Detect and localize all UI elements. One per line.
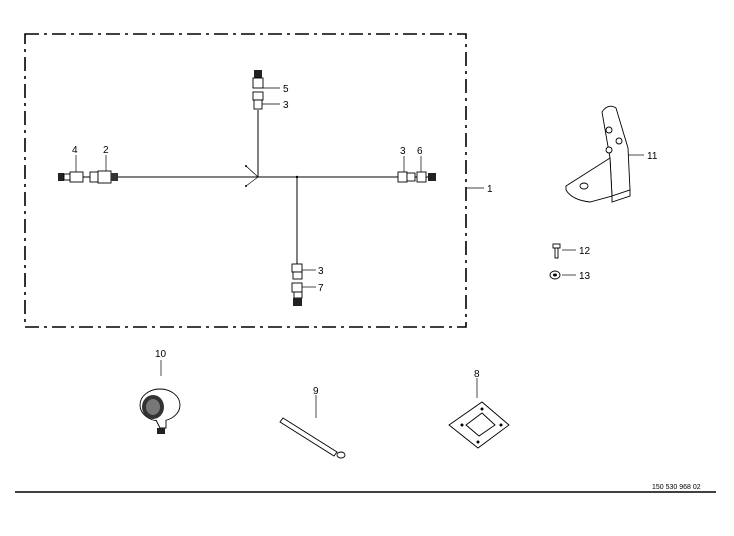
callout-11: 11 (647, 151, 658, 162)
callout-3-bottom: 3 (318, 266, 324, 277)
tie-mount-8 (448, 401, 510, 449)
callout-7: 7 (318, 283, 324, 294)
connector-left-2 (89, 170, 118, 184)
connector-right-6 (416, 171, 436, 183)
leader-lines (75, 87, 644, 418)
cable-tie-9 (279, 417, 346, 459)
bolt-12 (552, 243, 561, 259)
connector-left-4 (58, 171, 84, 183)
callout-13: 13 (579, 271, 591, 282)
harness-assembly-boundary (24, 33, 467, 328)
connector-bottom-3 (291, 263, 303, 280)
nut-13 (549, 270, 561, 280)
callout-8: 8 (474, 369, 480, 380)
callout-12: 12 (579, 246, 591, 257)
callout-10: 10 (155, 349, 167, 360)
document-number: 150 530 968 02 (652, 484, 701, 491)
callout-6: 6 (417, 146, 423, 157)
connector-top-3 (252, 91, 264, 110)
connector-top-5 (252, 70, 264, 89)
callout-9: 9 (313, 386, 319, 397)
callout-2: 2 (103, 145, 109, 156)
callout-4: 4 (72, 145, 78, 156)
work-lamp-10 (139, 388, 181, 434)
callout-3-top: 3 (283, 100, 289, 111)
mounting-bracket-11 (565, 105, 631, 203)
callout-5: 5 (283, 84, 289, 95)
connector-bottom-7 (291, 282, 303, 306)
connector-right-3 (397, 171, 416, 183)
wiring-harness (62, 110, 436, 268)
callout-3-right: 3 (400, 146, 406, 157)
callout-1: 1 (487, 184, 493, 195)
